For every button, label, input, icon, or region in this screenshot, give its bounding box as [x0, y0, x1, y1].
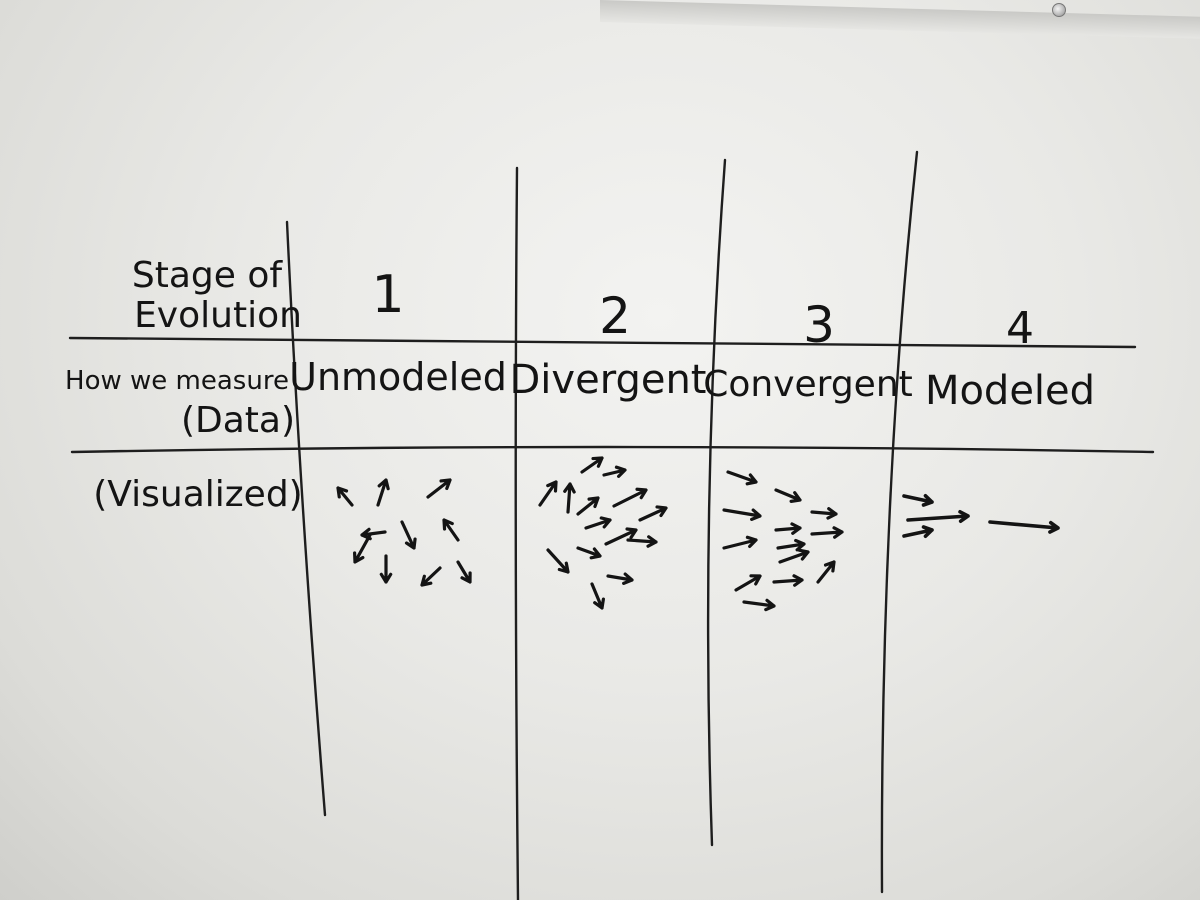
arrow-icon [902, 493, 934, 507]
arrow-icon [638, 505, 668, 522]
column-2-number: 2 [599, 287, 631, 345]
divergent-arrows [538, 456, 668, 610]
arrow-icon [816, 560, 836, 584]
modeled-arrows [902, 493, 1060, 539]
arrow-icon [376, 478, 390, 507]
arrow-icon [426, 478, 452, 499]
column-3-number: 3 [803, 296, 835, 354]
column-3-name: Convergent [703, 364, 913, 405]
arrow-icon [456, 560, 472, 584]
arrow-icon [612, 487, 648, 508]
arrow-icon [360, 527, 387, 541]
arrow-icon [742, 598, 776, 612]
visualized-label: (Visualized) [93, 474, 302, 515]
arrow-icon [810, 526, 844, 539]
table-grid [68, 150, 1155, 900]
arrow-icon [400, 520, 417, 550]
arrow-icon [580, 456, 604, 474]
vertical-line-2 [514, 166, 520, 900]
arrow-icon [584, 516, 612, 530]
arrow-icon [906, 510, 970, 524]
arrow-icon [590, 582, 605, 610]
vertical-line-4 [880, 150, 919, 894]
arrow-icon [353, 533, 372, 564]
measure-label-line1: How we measure [65, 366, 289, 396]
arrow-icon [776, 538, 806, 552]
arrow-icon [538, 480, 558, 507]
unmodeled-arrows [336, 478, 472, 587]
column-4-name: Modeled [925, 368, 1095, 414]
arrow-icon [546, 548, 570, 574]
arrow-icon [722, 508, 762, 521]
vertical-line-3 [706, 158, 727, 847]
column-1-number: 1 [371, 265, 404, 325]
convergent-arrows [722, 470, 844, 612]
measure-label-line2: (Data) [181, 400, 295, 441]
arrow-icon [774, 488, 802, 503]
arrow-icon [606, 572, 634, 585]
arrow-icon [602, 465, 627, 478]
arrow-icon [734, 574, 762, 592]
stage-label-line2: Evolution [134, 295, 302, 336]
arrow-icon [726, 470, 758, 486]
arrow-icon [902, 525, 934, 539]
vertical-line-1 [285, 220, 327, 817]
arrow-icon [379, 554, 393, 584]
arrow-icon [722, 535, 758, 550]
column-4-number: 4 [1006, 303, 1034, 354]
arrow-icon [778, 548, 810, 564]
frame-screw [1052, 3, 1066, 17]
column-2-name: Divergent [510, 357, 707, 403]
arrow-icon [576, 546, 602, 560]
arrow-icon [604, 527, 638, 546]
arrow-icon [810, 507, 838, 520]
arrow-icon [576, 496, 600, 516]
arrow-icon [626, 535, 658, 548]
arrow-icon [774, 522, 802, 535]
arrow-icon [988, 520, 1060, 534]
stage-label-line1: Stage of [132, 255, 283, 296]
arrow-icon [772, 574, 804, 587]
arrow-icon [420, 566, 442, 587]
arrow-icon [563, 482, 576, 514]
horizontal-line-bottom [70, 445, 1155, 454]
arrow-icon [336, 486, 354, 507]
arrow-icon [442, 518, 460, 542]
horizontal-line-top [68, 336, 1137, 349]
column-1-name: Unmodeled [289, 355, 507, 399]
